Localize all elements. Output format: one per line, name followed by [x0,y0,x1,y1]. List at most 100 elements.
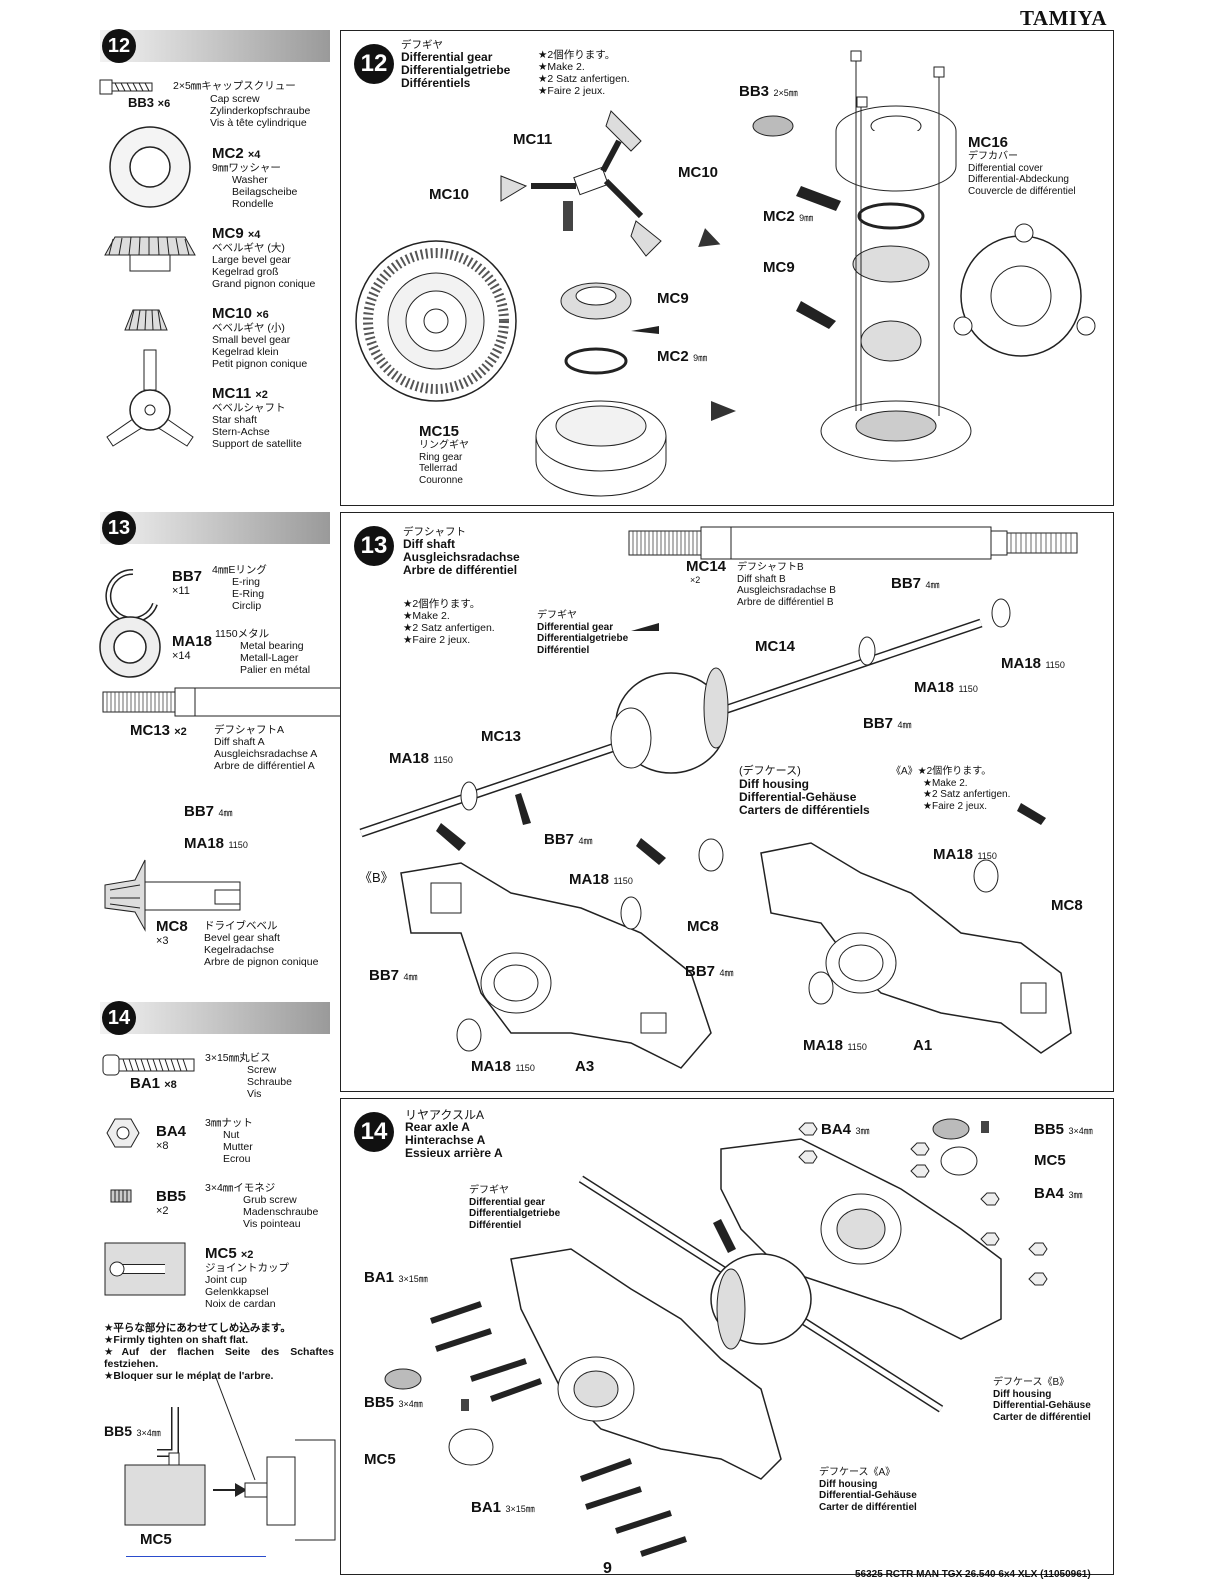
differential-gear-icon [710,1253,812,1350]
footer-link-underline[interactable] [126,1556,266,1557]
diff-housing-b-icon [720,1138,1002,1340]
label-ma18-a: MA18 1150 [1001,655,1065,672]
diff-cover-stack-icon [820,61,972,462]
part-mc11-entry: MC11 ×2 ベベルシャフト Star shaft Stern-Achse S… [212,385,302,450]
screws-ba1-icon [430,1301,687,1557]
bevel-gear-shaft-icon [104,859,241,932]
label-a-note: 《A》★2個作ります。 ★Make 2. ★2 Satz anfertigen.… [891,766,1011,812]
label-bb7-d: BB7 4㎜ [544,831,593,848]
label-mc10-b: MC10 [678,164,719,181]
step-13-note: ★2個作ります。 ★Make 2. ★2 Satz anfertigen. ★F… [403,598,495,646]
step-13-badge: 13 [102,511,136,545]
label-ma18-c: MA18 1150 [389,750,453,767]
label-b-tag: 《B》 [359,870,394,885]
diff-case-icon [535,400,667,497]
label-a1: A1 [913,1037,933,1054]
step-12-title: デフギヤ Differential gear Differentialgetri… [401,39,511,90]
label-mc2-right: MC2 9㎜ [763,208,814,225]
step-13-diagram [359,526,1078,1069]
part-mc8-text: ドライブベベル Bevel gear shaft Kegelradachse A… [204,920,319,968]
step-14-parts-header [100,1002,330,1034]
label-mc14-desc: デフシャフトB Diff shaft B Ausgleichsradachse … [737,562,836,608]
part-ba1-entry: BA1 ×8 [130,1075,177,1092]
diff-housing-a-icon [510,1248,782,1480]
part-bb5-text: 3×4㎜イモネジ Grub screw Madenschraube Vis po… [205,1182,319,1230]
bearings-icon [460,598,1011,811]
label14-diff-gear: デフギヤ Differential gear Differentialgetri… [469,1185,561,1231]
washer-mc2-icon [564,347,628,375]
label-mc8-a: MC8 [687,918,719,935]
parts14-illustrations [102,1054,336,1541]
grease-arrows-icon [436,623,1046,865]
joint-cup-icon [104,1242,186,1296]
parts13-illustrations [99,568,345,932]
label-ma18-g: MA18 1150 [471,1058,535,1075]
arrow-icon [698,228,736,421]
step-12-note: ★2個作ります。 ★Make 2. ★2 Satz anfertigen. ★F… [538,49,630,97]
label-ma18-f: MA18 1150 [933,846,997,863]
cap-screw-icon [99,79,153,95]
step-12-panel-badge: 12 [354,44,394,84]
part-ma18-entry: MA18 ×14 [172,633,213,662]
part-mc2-entry: MC2 ×4 9㎜ワッシャー Washer Beilagscheibe Rond… [212,145,298,210]
label-mc16: MC16 デフカバー Differential cover Differenti… [968,134,1076,197]
step-12-parts-header [100,30,330,62]
differential-gear-icon [610,667,729,774]
page-number: 9 [603,1560,612,1577]
step-12-diagram [355,50,1096,497]
diff-cover-outline-icon [953,223,1096,357]
part-mc13-entry: MC13 ×2 [130,722,187,739]
tip-mc5-label: MC5 [140,1531,172,1548]
label-ma18-b: MA18 1150 [914,679,978,696]
part-mc9-entry: MC9 ×4 ベベルギヤ (大) Large bevel gear Kegelr… [212,225,316,290]
label-mc8-b: MC8 [1051,897,1083,914]
label-mc9: MC9 [657,290,689,307]
label14-ba4-a: BA4 3㎜ [821,1121,870,1138]
part-mc8-entry: MC8 ×3 [156,918,188,947]
label-mc10-a: MC10 [429,186,470,203]
label-bb7-c: BB7 4㎜ [184,803,233,820]
step-14-badge: 14 [102,1001,136,1035]
ring-gear-icon [355,240,517,402]
label14-bb5-b: BB5 3×4㎜ [364,1394,423,1411]
part-ma18-text: 1150メタル Metal bearing Metall-Lager Palie… [215,628,311,676]
step-14-title: リヤアクスルA Rear axle A Hinterachse A Essieu… [405,1108,503,1160]
step-13-title: デフシャフト Diff shaft Ausgleichsradachse Arb… [403,526,520,577]
diff-shaft-b-icon [628,526,1078,560]
label-mc14-b: MC14 [755,638,796,655]
part-ba1-text: 3×15㎜丸ビス Screw Schraube Vis [205,1052,292,1100]
label-mc2: MC2 9㎜ [657,348,708,365]
step-14-diagram [384,1118,1048,1557]
diff-shaft-a-icon [102,687,345,717]
label-bb7-f: BB7 4㎜ [685,963,734,980]
part-mc5-entry: MC5 ×2 ジョイントカップ Joint cup Gelenkkapsel N… [205,1245,289,1310]
diff-housing-b-icon [400,838,724,1069]
washer-icon [109,126,191,208]
metal-bearing-icon [99,616,161,678]
label-mc13: MC13 [481,728,522,745]
step-14-panel-badge: 14 [354,1112,394,1152]
part-bb7-text: 4㎜Eリング E-ring E-Ring Circlip [212,564,267,612]
label-diff-gear: デフギヤ Differential gear Differentialgetri… [537,610,629,656]
part-mc10-entry: MC10 ×6 ベベルギヤ (小) Small bevel gear Kegel… [212,305,308,370]
grub-screw-icon [110,1189,132,1203]
screw-icon [102,1054,195,1076]
label-mc15: MC15 リングギヤ Ring gear Tellerrad Couronne [419,423,469,486]
label14-case-a: デフケース《A》 Diff housing Differential-Gehäu… [819,1467,917,1513]
step-12-panel: 12 デフギヤ Differential gear Differentialge… [340,30,1114,506]
part-code: BB3 [128,95,155,110]
label-bb7-a: BB7 4㎜ [891,575,940,592]
label-bb7-e: BB7 4㎜ [369,967,418,984]
part-bb5-entry: BB5 ×2 [156,1188,187,1217]
label-mc9-right: MC9 [763,259,795,276]
label-a3: A3 [575,1058,595,1075]
label-bb7-b: BB7 4㎜ [863,715,912,732]
label-bb3: BB3 2×5㎜ [739,83,798,100]
label-ma18-h: MA18 1150 [803,1037,867,1054]
joint-cup-icon [448,1121,989,1466]
footer-code: 56325 RCTR MAN TGX 26.540 6x4 XLX (11050… [855,1569,1091,1580]
label14-bb5: BB5 3×4㎜ [1034,1121,1093,1138]
step-14-panel: 14 リヤアクスルA Rear axle A Hinterachse A Ess… [340,1098,1114,1575]
label14-ba1-b: BA1 3×15㎜ [471,1499,535,1516]
brand-logo: TAMIYA [1019,6,1107,30]
